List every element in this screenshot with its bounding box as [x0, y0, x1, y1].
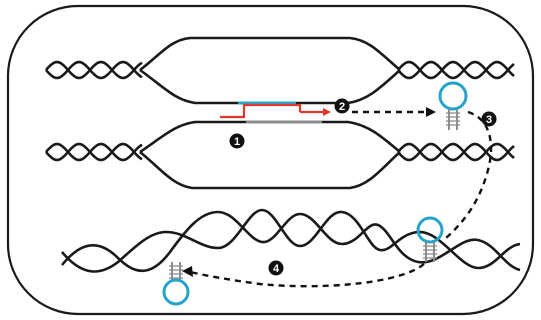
bound-hairpin-probe-left	[162, 262, 190, 306]
free-hairpin-probe	[438, 81, 468, 130]
helix-strand	[397, 60, 515, 80]
step-marker-4: 4	[268, 260, 284, 276]
helix-strand	[397, 142, 515, 162]
flow-arrowhead-4	[182, 266, 193, 277]
replication-bubble	[139, 36, 401, 190]
hairpin-loop	[438, 81, 468, 111]
helix-strand	[45, 142, 143, 162]
hairpin-loop	[416, 216, 444, 244]
red-primer-arrowhead	[323, 108, 331, 116]
flow-arrowhead-2	[426, 107, 436, 117]
helix-strand	[397, 142, 515, 162]
bubble-top-inner-strand	[139, 68, 401, 105]
step-marker-1: 1	[229, 133, 245, 149]
target-dna	[60, 208, 521, 273]
bubble-bottom-outer-strand	[139, 150, 401, 190]
flow-arrow-hairpin-to-target	[445, 110, 493, 239]
helix-strand	[45, 60, 143, 80]
hairpin-loop	[162, 278, 190, 306]
flow-arrow-4-rightward-to-left-probe	[189, 263, 425, 288]
lower-dna-left-helix	[45, 142, 143, 162]
hairpin-stem-rungs	[169, 265, 183, 279]
lower-dna-right-helix	[397, 142, 515, 162]
step-marker-3-label: 3	[486, 114, 492, 126]
step-marker-2-label: 2	[339, 101, 345, 113]
bound-hairpin-probe-right	[416, 216, 444, 262]
upper-dna-right-helix	[397, 60, 515, 80]
bubble-bottom-inner-strand	[139, 120, 401, 154]
step-marker-2: 2	[334, 98, 350, 114]
step-marker-3: 3	[481, 111, 497, 127]
upper-dna-left-helix	[45, 60, 143, 80]
step-marker-1-label: 1	[234, 136, 240, 148]
red-primer-upper	[220, 103, 302, 119]
step-marker-4-label: 4	[273, 263, 280, 275]
helix-strand	[45, 60, 143, 80]
bubble-top-outer-strand	[139, 36, 401, 72]
helix-strand	[45, 142, 143, 162]
hairpin-stem-rungs	[446, 112, 460, 126]
helix-strand	[397, 60, 515, 80]
hairpin-stem-rungs	[423, 245, 437, 259]
target-dna-strand-a	[60, 210, 521, 273]
cell-boundary	[6, 4, 535, 316]
